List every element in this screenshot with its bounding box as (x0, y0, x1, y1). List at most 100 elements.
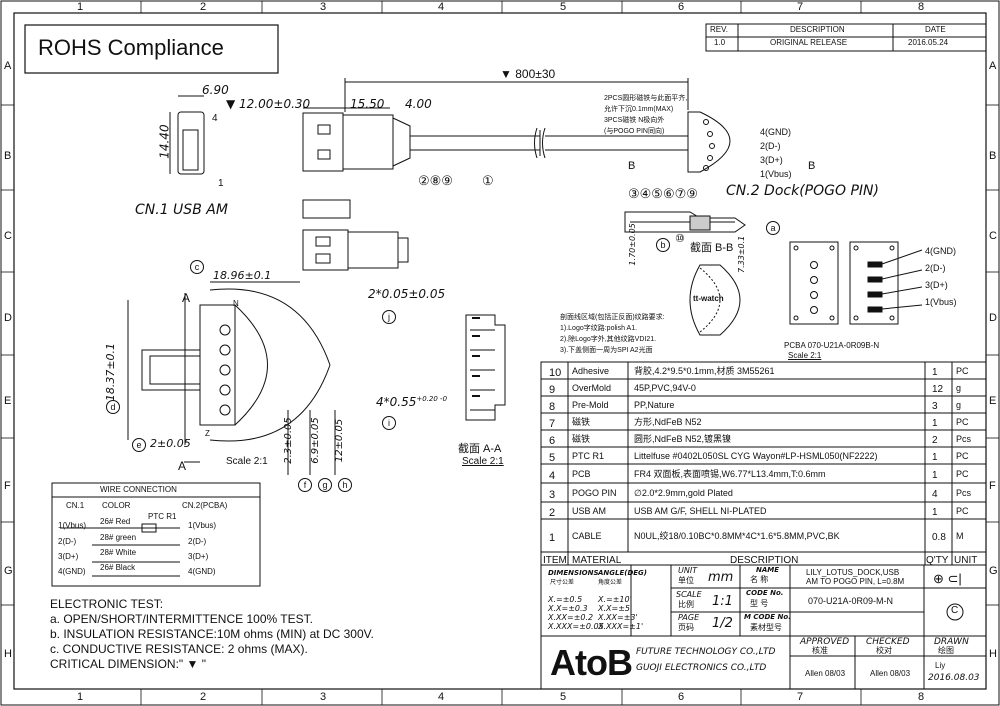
tb-dimensions-cn: 尺寸公差 (550, 580, 575, 586)
cn2-pin-vbus: 1(Vbus) (760, 169, 792, 179)
bom-qty: 4 (932, 488, 938, 500)
wire-h-color: COLOR (102, 501, 131, 510)
tol-ang-0: X.=±10' (598, 595, 632, 604)
dim-sec2-tol-lower: -0 (440, 395, 448, 403)
bom-unit: PC (956, 365, 969, 376)
bom-description: 45P,PVC,94V-0 (634, 382, 696, 393)
grid-row-left-A: A (4, 60, 12, 72)
dim-23: 2.3±0.05 (282, 417, 294, 464)
tol-lin-1: X.X=±0.3 (548, 604, 588, 613)
dim-69: 6.9±0.05 (309, 417, 321, 464)
cn2-pin-dplus: 3(D+) (760, 155, 783, 165)
pcba-pin-gnd: 4(GND) (925, 246, 956, 256)
grid-row-left-C: C (4, 230, 12, 242)
bom-description: 方形,NdFeB N52 (634, 416, 702, 427)
bom-unit: PC (956, 505, 969, 516)
rev-header-desc: DESCRIPTION (790, 25, 845, 34)
tb-page-cn: 页码 (678, 623, 694, 632)
dim-400: 4.00 (405, 97, 432, 111)
grid-row-right-C: C (989, 230, 997, 242)
bom-material: OverMold (572, 382, 612, 393)
tb-drawn: DRAWN (934, 637, 969, 647)
pcba-label: PCBA 070-U21A-0R09B-N (784, 341, 880, 350)
wire-row-cn1: 2(D-) (58, 537, 77, 546)
electronic-test-b: b. INSULATION RESISTANCE:10M ohms (MIN) … (50, 627, 374, 641)
bom-description: 圆形,NdFeB N52,镀黑镍 (634, 433, 732, 444)
grid-row-left-F: F (4, 480, 11, 492)
tb-checked-cn: 校对 (876, 646, 892, 655)
bom-qty: 2 (932, 434, 938, 446)
dim-overall: ▼ 800±30 (500, 67, 556, 81)
bom-unit: Pcs (956, 487, 972, 498)
dim-1200-value: 12.00±0.30 (239, 97, 311, 111)
bom-qty: 0.8 (932, 531, 946, 543)
dim-2: 2±0.05 (150, 437, 191, 450)
bom-h-item: ITEM (543, 555, 567, 566)
bom-item: 3 (549, 488, 556, 501)
tb-unit-cn: 单位 (678, 576, 694, 585)
pcba-pin-vbus: 1(Vbus) (925, 297, 957, 307)
wire-row-color: 26# Red (100, 517, 131, 526)
copyright-symbol: C (951, 605, 959, 616)
grid-row-right-F: F (989, 480, 996, 492)
electronic-test-title: ELECTRONIC TEST: (50, 597, 164, 611)
tb-page-val: 1/2 (712, 616, 733, 631)
bom-item: 1 (549, 531, 556, 544)
bom-item: 8 (549, 400, 556, 413)
bom-qty: 1 (932, 366, 938, 378)
grid-col-bottom-3: 3 (320, 691, 327, 703)
wire-connection-lines (52, 496, 260, 577)
grid-row-left-G: G (4, 565, 13, 577)
bom-material: Pre-Mold (572, 399, 609, 410)
pcba-pin-labels: 4(GND) 2(D-) 3(D+) 1(Vbus) (925, 243, 957, 311)
wire-h-cn2: CN.2(PCBA) (182, 501, 228, 510)
dim-bb-733: 7.33±0.1 (737, 235, 747, 274)
bom-qty: 1 (932, 469, 938, 481)
dim-1837: 18.37±0.1 (104, 342, 118, 402)
wire-row-cn2: 1(Vbus) (188, 521, 217, 530)
rev-header-date: DATE (925, 25, 946, 34)
magnet-note-line-4: (与POGO PIN同向) (604, 128, 665, 135)
ref-b: b (656, 238, 670, 252)
tb-mcode-cn: 素材型号 (750, 623, 782, 632)
revision-table-lines (705, 23, 987, 52)
bom-item: 6 (549, 434, 556, 447)
tb-tol-angle: X.=±10' X.X=±5' X.XX=±3' X.XXX=±1' (598, 595, 643, 631)
projection-symbol: ⊕ ⊂| (933, 571, 962, 586)
section-aa-view (465, 314, 506, 421)
grid-col-top-6: 6 (678, 1, 685, 13)
bom-material: USB AM (572, 505, 607, 516)
bom-material: CABLE (572, 530, 602, 541)
rev-row-date: 2016.05.24 (908, 38, 949, 47)
scale-front: Scale 2:1 (226, 456, 268, 467)
section-bb-view (624, 211, 746, 233)
bom-unit: PC (956, 450, 969, 461)
dim-1440: 14.40 (157, 124, 172, 159)
wire-row-cn2: 4(GND) (188, 567, 216, 576)
grid-col-bottom-7: 7 (797, 691, 804, 703)
grid-col-top-3: 3 (320, 1, 327, 13)
tb-unit-val: mm (708, 570, 734, 585)
grid-col-top-7: 7 (797, 1, 804, 13)
ref-f: f (298, 478, 312, 492)
inner-border (13, 12, 987, 690)
tb-approved: APPROVED (800, 637, 850, 647)
dim-sec2-tol-upper: +0.20 (416, 395, 438, 403)
grid-row-right-A: A (989, 60, 997, 72)
dock-front-view (127, 281, 336, 475)
cn2-label: CN.2 Dock(POGO PIN) (726, 183, 879, 199)
grid-col-top-8: 8 (918, 1, 925, 13)
tb-name-val1: LILY_LOTUS_DOCK,USB (806, 568, 900, 577)
logo-note: 剖面线区域(包括正反面)纹路要求: 1).Logo字纹路:polish A1. … (560, 312, 665, 356)
magnet-note: 2PCS圆形磁铁与此面平齐, 允许下沉0.1mm(MAX) 3PCS磁铁 N极向… (604, 93, 687, 137)
bom-description: 背胶,4.2*9.5*0.1mm,材质 3M55261 (634, 365, 775, 376)
bom-qty: 1 (932, 451, 938, 463)
bom-qty: 3 (932, 400, 938, 412)
ref-a: a (766, 221, 780, 235)
grid-col-top-2: 2 (200, 1, 207, 13)
dim-1200: ▼ 12.00±0.30 (226, 97, 311, 111)
cn2-pin-dminus: 2(D-) (760, 141, 781, 151)
balloons-3-9: ③④⑤⑥⑦⑨ (628, 186, 698, 201)
